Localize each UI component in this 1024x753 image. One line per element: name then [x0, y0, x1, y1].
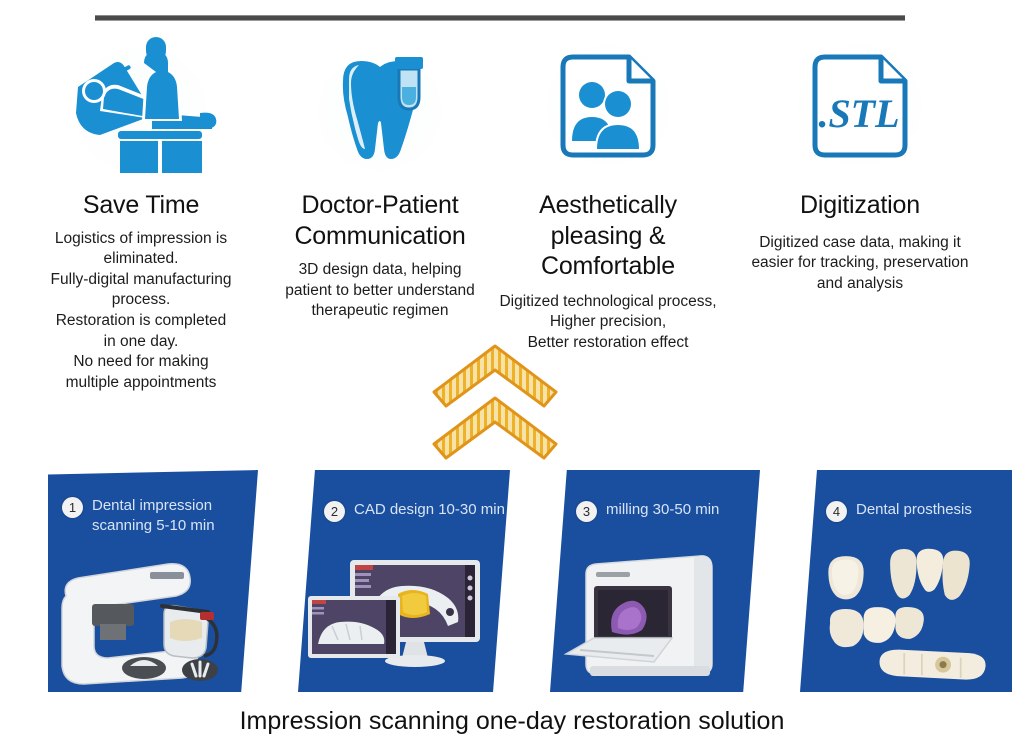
stl-label: .STL: [818, 91, 899, 136]
workflow-steps: 1 Dental impression scanning 5-10 min: [0, 470, 1024, 705]
step-card-4[interactable]: 4 Dental prosthesis: [800, 470, 1012, 692]
stl-file-icon: .STL: [735, 30, 985, 190]
feature-title: Doctor-Patient Communication: [294, 191, 466, 250]
feature-doctor-patient-communication: Doctor-Patient Communication 3D design d…: [268, 30, 492, 322]
feature-aesthetically-pleasing: Aesthetically pleasing & Comfortable Dig…: [488, 30, 728, 353]
step-text: Dental impression scanning 5-10 min: [92, 497, 215, 534]
step-text: CAD design 10-30 min: [354, 501, 505, 518]
step-badge: 2: [324, 501, 345, 522]
step-card-3[interactable]: 3 milling 30-50 min: [550, 470, 760, 692]
step-card-2[interactable]: 2 CAD design 10-30 min: [298, 470, 510, 692]
chevron-arrows-up: [428, 340, 563, 465]
step-card-1[interactable]: 1 Dental impression scanning 5-10 min: [48, 470, 258, 692]
step-label: 3 milling 30-50 min: [576, 500, 719, 522]
feature-title: Digitization: [800, 191, 920, 219]
step-badge: 1: [62, 497, 83, 518]
features-row: Save Time Logistics of impression is eli…: [0, 30, 1024, 391]
step-text: milling 30-50 min: [606, 501, 720, 518]
milling-machine-photo: [563, 555, 713, 676]
step-label: 1 Dental impression scanning 5-10 min: [62, 496, 215, 536]
top-divider: [95, 15, 905, 21]
people-document-icon: [488, 30, 728, 190]
dental-chair-icon: [24, 30, 258, 190]
feature-digitization: .STL Digitization Digitized case data, m…: [735, 30, 985, 294]
step-label: 2 CAD design 10-30 min: [324, 500, 505, 522]
step-text: Dental prosthesis: [856, 501, 972, 518]
step-badge: 3: [576, 501, 597, 522]
feature-body: Logistics of impression is eliminated. F…: [50, 229, 232, 391]
cad-monitor-photo: [308, 560, 480, 667]
dental-scanner-photo: [61, 563, 219, 685]
step-label: 4 Dental prosthesis: [826, 500, 972, 522]
feature-body: Digitized case data, making it easier fo…: [751, 233, 969, 292]
step-badge: 4: [826, 501, 847, 522]
tooth-vial-icon: [268, 30, 492, 190]
feature-body: 3D design data, helping patient to bette…: [285, 261, 475, 320]
feature-title: Save Time: [82, 191, 200, 219]
page-caption: Impression scanning one-day restoration …: [239, 707, 785, 735]
dental-crowns-photo: [828, 548, 986, 680]
feature-save-time: Save Time Logistics of impression is eli…: [24, 30, 258, 393]
feature-body: Digitized technological process, Higher …: [499, 292, 717, 351]
feature-title: Aesthetically pleasing & Comfortable: [539, 191, 677, 280]
